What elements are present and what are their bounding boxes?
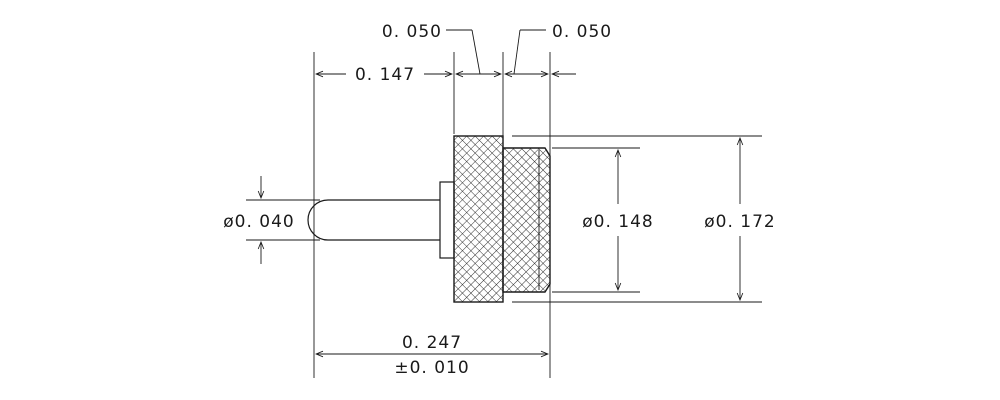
- part-outline: [307, 135, 551, 303]
- dim-0050-left-label: 0. 050: [382, 22, 442, 42]
- dim-dia-0172: ø0. 172: [704, 138, 775, 300]
- knurled-head-small: [502, 147, 551, 293]
- dim-dia-0040: ø0. 040: [223, 176, 294, 264]
- dim-0247-label: 0. 247: [402, 333, 462, 353]
- dim-dia-0148: ø0. 148: [582, 150, 653, 290]
- dim-0050-right-label: 0. 050: [552, 22, 612, 42]
- dim-0050-left: 0. 050: [382, 22, 501, 74]
- pin-collar: [439, 181, 455, 259]
- dim-dia-0172-label: ø0. 172: [704, 212, 775, 232]
- dim-dia-0148-label: ø0. 148: [582, 212, 653, 232]
- knurled-head-large: [453, 135, 504, 303]
- pin-shank: [307, 199, 440, 241]
- dim-dia-0040-label: ø0. 040: [223, 212, 294, 232]
- dim-0147: 0. 147: [316, 65, 452, 85]
- dim-0247-tolerance: ±0. 010: [394, 358, 469, 378]
- dim-0147-label: 0. 147: [355, 65, 415, 85]
- extension-lines: [246, 52, 762, 378]
- dim-0050-right: 0. 050: [505, 22, 612, 74]
- dim-0247: 0. 247 ±0. 010: [316, 333, 548, 378]
